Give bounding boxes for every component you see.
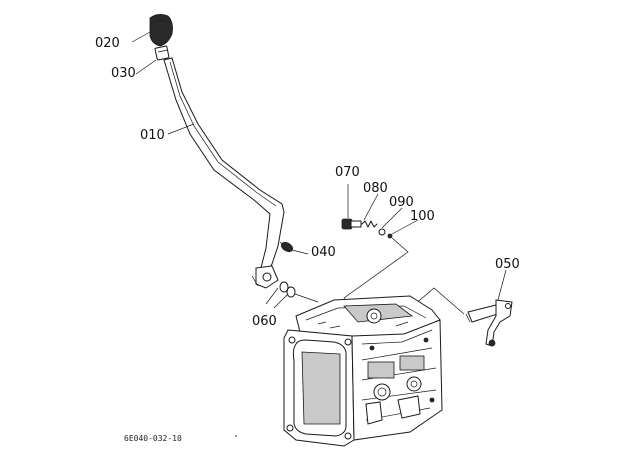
dust-mark [235, 435, 237, 437]
shift-arm-050 [405, 287, 513, 347]
leader-040 [291, 249, 309, 255]
collar-030 [154, 45, 170, 61]
label-020: 020 [95, 36, 120, 51]
leader-050 [497, 269, 507, 301]
knob-020 [149, 14, 173, 47]
label-070: 070 [335, 165, 360, 180]
leader-020 [131, 31, 151, 43]
leader-100 [391, 219, 419, 235]
shift-lever-010 [163, 57, 285, 289]
leader-090 [381, 207, 403, 229]
figure-code: 6E040-032-10 [124, 434, 182, 443]
label-090: 090 [389, 195, 414, 210]
detent-assembly [341, 218, 409, 307]
leader-080 [363, 193, 379, 221]
label-050: 050 [495, 257, 520, 272]
pin-040 [279, 241, 293, 253]
leader-060a [265, 287, 279, 305]
leader-060b [273, 293, 289, 309]
label-060: 060 [252, 314, 277, 329]
label-010: 010 [140, 128, 165, 143]
transmission-housing [283, 295, 443, 447]
label-100: 100 [410, 209, 435, 224]
label-040: 040 [311, 245, 336, 260]
label-080: 080 [363, 181, 388, 196]
orings-060 [279, 281, 319, 303]
leader-030 [135, 59, 157, 75]
label-030: 030 [111, 66, 136, 81]
leader-010 [167, 123, 195, 135]
